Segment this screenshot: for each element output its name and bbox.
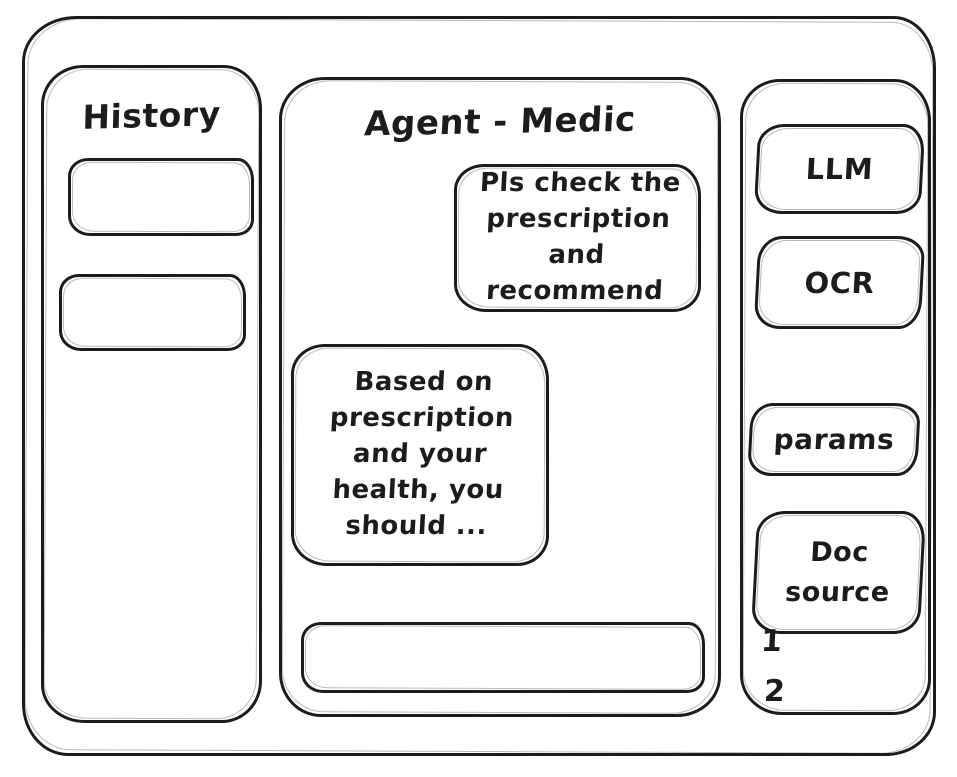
assistant-message-bubble: Based on prescription and your health, y… xyxy=(291,344,549,566)
message-input[interactable] xyxy=(301,622,705,693)
history-sidebar: History xyxy=(41,65,262,723)
doc-source-item-2: 2 xyxy=(763,674,787,709)
history-item-2[interactable] xyxy=(59,274,246,351)
user-message-text: Pls check the prescription and recommend xyxy=(479,168,682,306)
user-message-bubble: Pls check the prescription and recommend xyxy=(454,164,701,312)
history-item-1[interactable] xyxy=(68,158,254,236)
assistant-message-text: Based on prescription and your health, y… xyxy=(329,367,515,541)
history-title: History xyxy=(81,94,222,137)
ocr-button[interactable]: OCR xyxy=(753,236,926,329)
app-frame: History Agent - Medic Pls check the pres… xyxy=(22,16,936,756)
chat-title: Agent - Medic xyxy=(363,99,637,145)
params-button[interactable]: params xyxy=(747,403,921,476)
tools-sidebar: LLM OCR params Doc source 1 2 xyxy=(740,79,931,715)
doc-source-item-1: 1 xyxy=(760,624,784,659)
llm-button[interactable]: LLM xyxy=(753,124,926,214)
doc-source-button[interactable]: Doc source xyxy=(750,511,927,634)
chat-panel: Agent - Medic Pls check the prescription… xyxy=(279,77,721,717)
